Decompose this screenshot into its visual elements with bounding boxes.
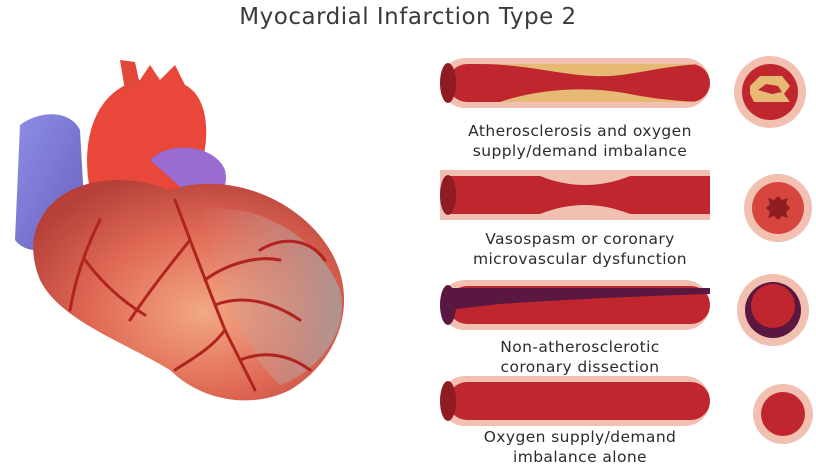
vessel-atherosclerosis	[440, 58, 710, 108]
vessel-imbalance	[440, 376, 710, 426]
caption-imbalance: Oxygen supply/demand imbalance alone	[420, 427, 740, 467]
vessel-vasospasm	[440, 170, 710, 220]
cross-section-vasospasm	[740, 170, 816, 246]
cross-section-atherosclerosis	[732, 54, 808, 130]
diagram-title: Myocardial Infarction Type 2	[0, 4, 816, 30]
vessel-dissection	[440, 280, 710, 330]
caption-vasospasm: Vasospasm or coronary microvascular dysf…	[420, 229, 740, 269]
caption-dissection: Non-atherosclerotic coronary dissection	[420, 337, 740, 377]
cross-section-dissection	[735, 272, 811, 348]
caption-atherosclerosis: Atherosclerosis and oxygen supply/demand…	[420, 121, 740, 161]
heart-illustration	[0, 50, 370, 410]
cross-section-imbalance	[745, 376, 816, 452]
